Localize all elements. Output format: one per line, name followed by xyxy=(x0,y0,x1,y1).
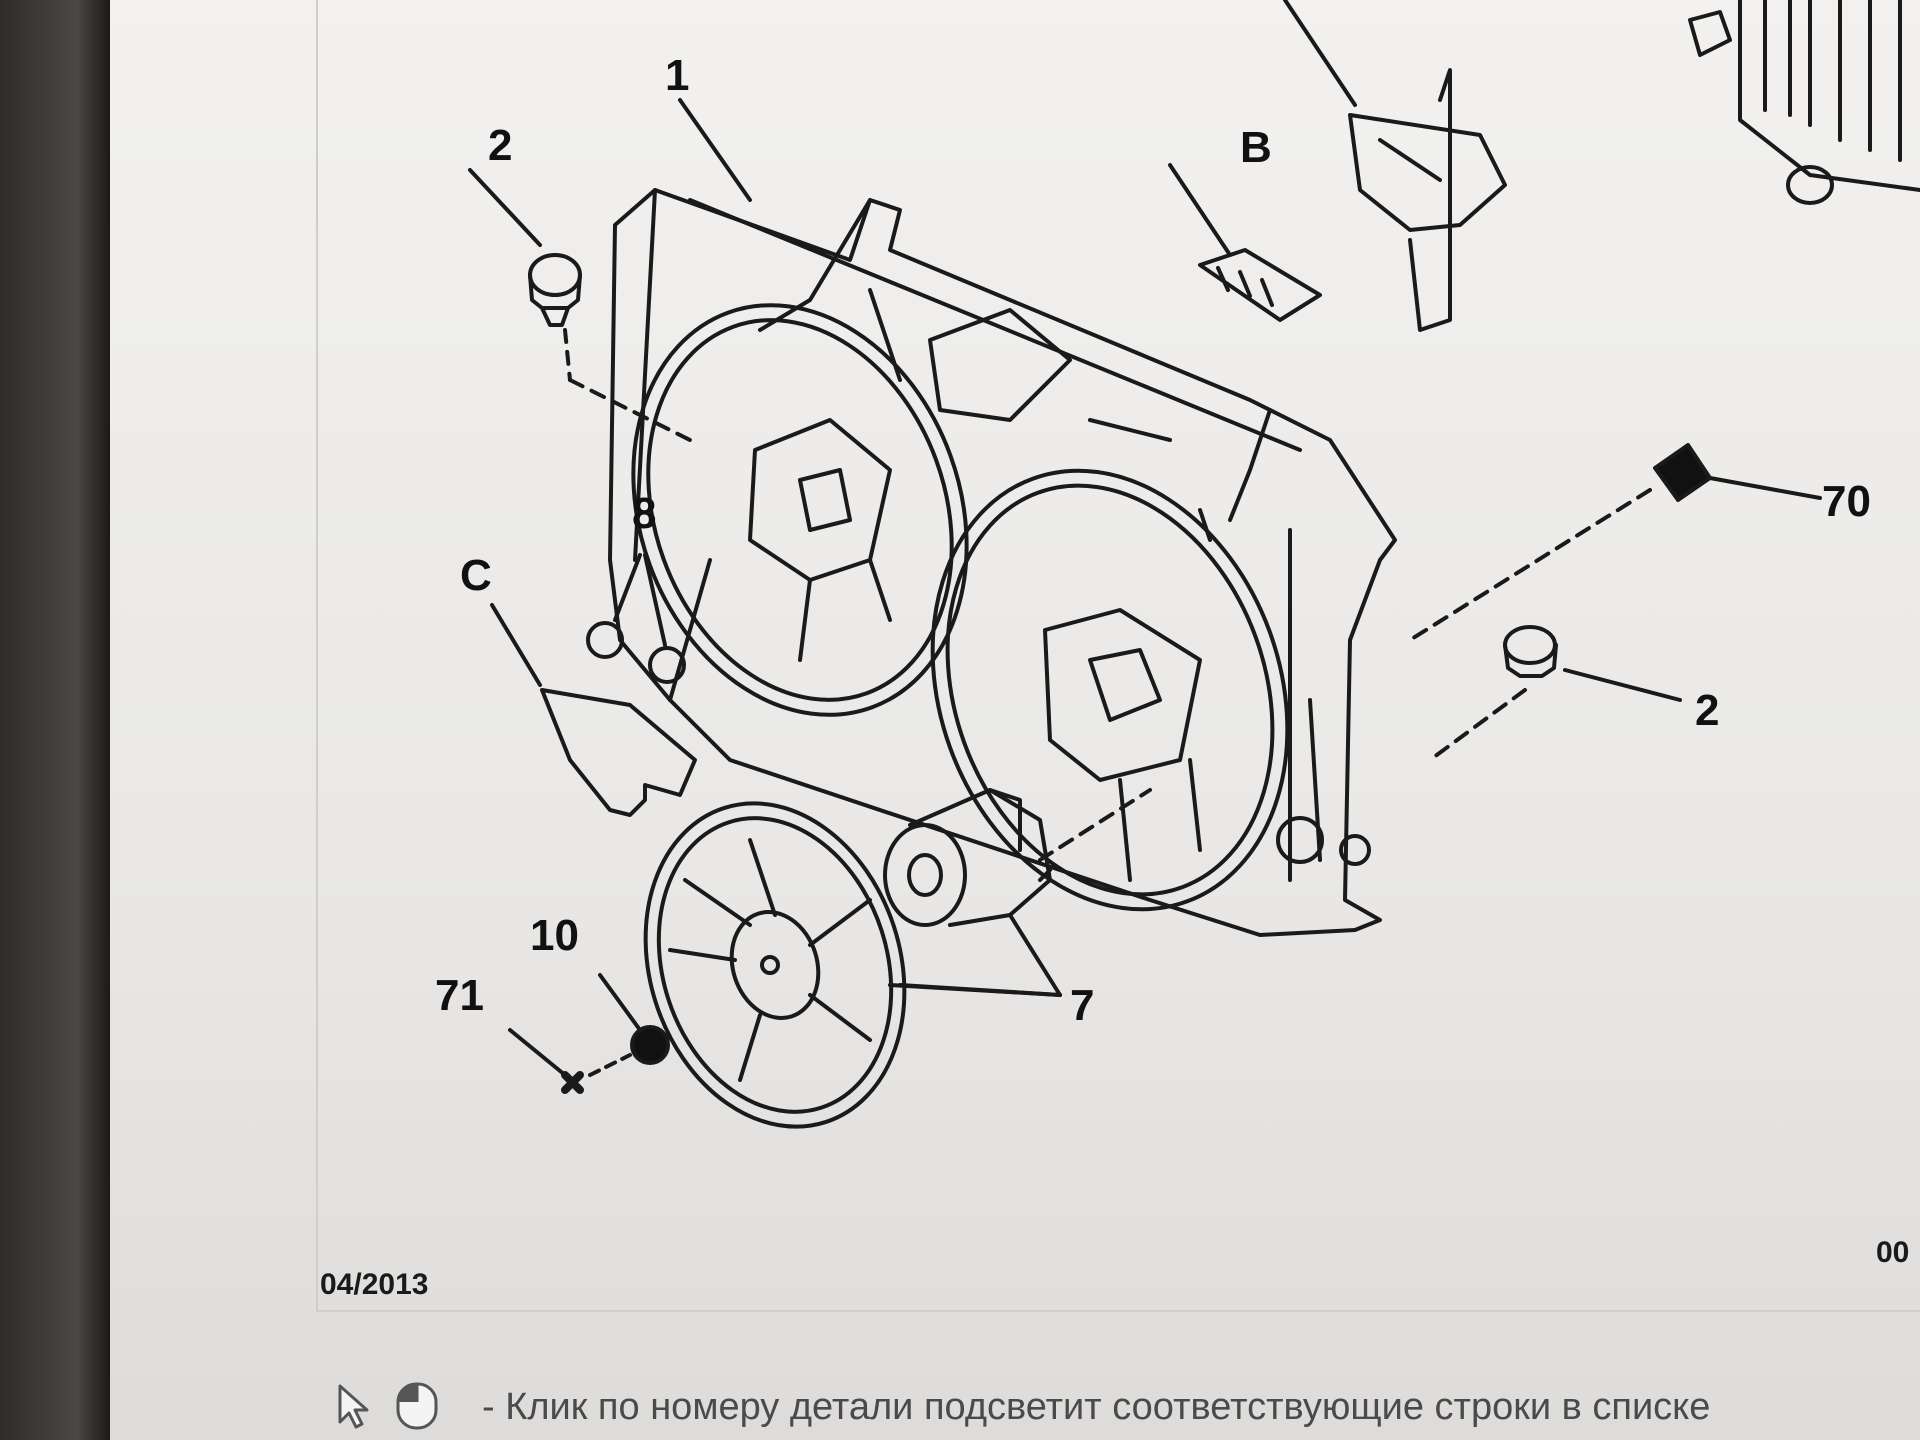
fan-motor xyxy=(883,788,1152,997)
callout-2-left[interactable]: 2 xyxy=(488,121,512,170)
parts-diagram: 1 2 2 7 8 10 70 71 B C xyxy=(435,0,1920,1129)
leader-1 xyxy=(678,98,752,202)
callout-7[interactable]: 7 xyxy=(1070,981,1094,1030)
part-70 xyxy=(1408,443,1822,642)
fan-blade xyxy=(643,801,1062,1129)
callout-b[interactable]: B xyxy=(1240,123,1272,172)
part-b xyxy=(1168,163,1322,322)
part-2-left xyxy=(468,168,692,442)
part-2-right xyxy=(1428,625,1682,762)
fan-shroud xyxy=(608,188,1397,937)
diagram-page-code: 00 xyxy=(1876,1236,1910,1269)
part-c xyxy=(490,603,697,817)
callout-70[interactable]: 70 xyxy=(1822,477,1871,526)
part-8 xyxy=(586,553,686,684)
callout-8[interactable]: 8 xyxy=(632,489,656,538)
legend-text: - Клик по номеру детали подсветит соотве… xyxy=(482,1386,1711,1428)
screen: 1 2 2 7 8 10 70 71 B C 04/2013 00 - Клик… xyxy=(110,0,1920,1440)
mouse-click-icon xyxy=(396,1382,438,1430)
diagram-frame-left xyxy=(316,0,318,1310)
part-10-71 xyxy=(508,973,670,1094)
radiator-corner xyxy=(1688,0,1920,205)
leader-7 xyxy=(898,983,1062,997)
callout-2-right[interactable]: 2 xyxy=(1695,686,1719,735)
callout-10[interactable]: 10 xyxy=(530,911,579,960)
diagram-date: 04/2013 xyxy=(320,1268,429,1301)
callout-1[interactable]: 1 xyxy=(665,51,689,100)
monitor-bezel xyxy=(0,0,110,1440)
callout-71[interactable]: 71 xyxy=(435,971,484,1020)
cursor-arrow-icon xyxy=(338,1384,369,1429)
callout-c[interactable]: C xyxy=(460,551,492,600)
diagram-frame-bottom xyxy=(316,1310,1920,1312)
upper-bracket xyxy=(1283,0,1507,332)
